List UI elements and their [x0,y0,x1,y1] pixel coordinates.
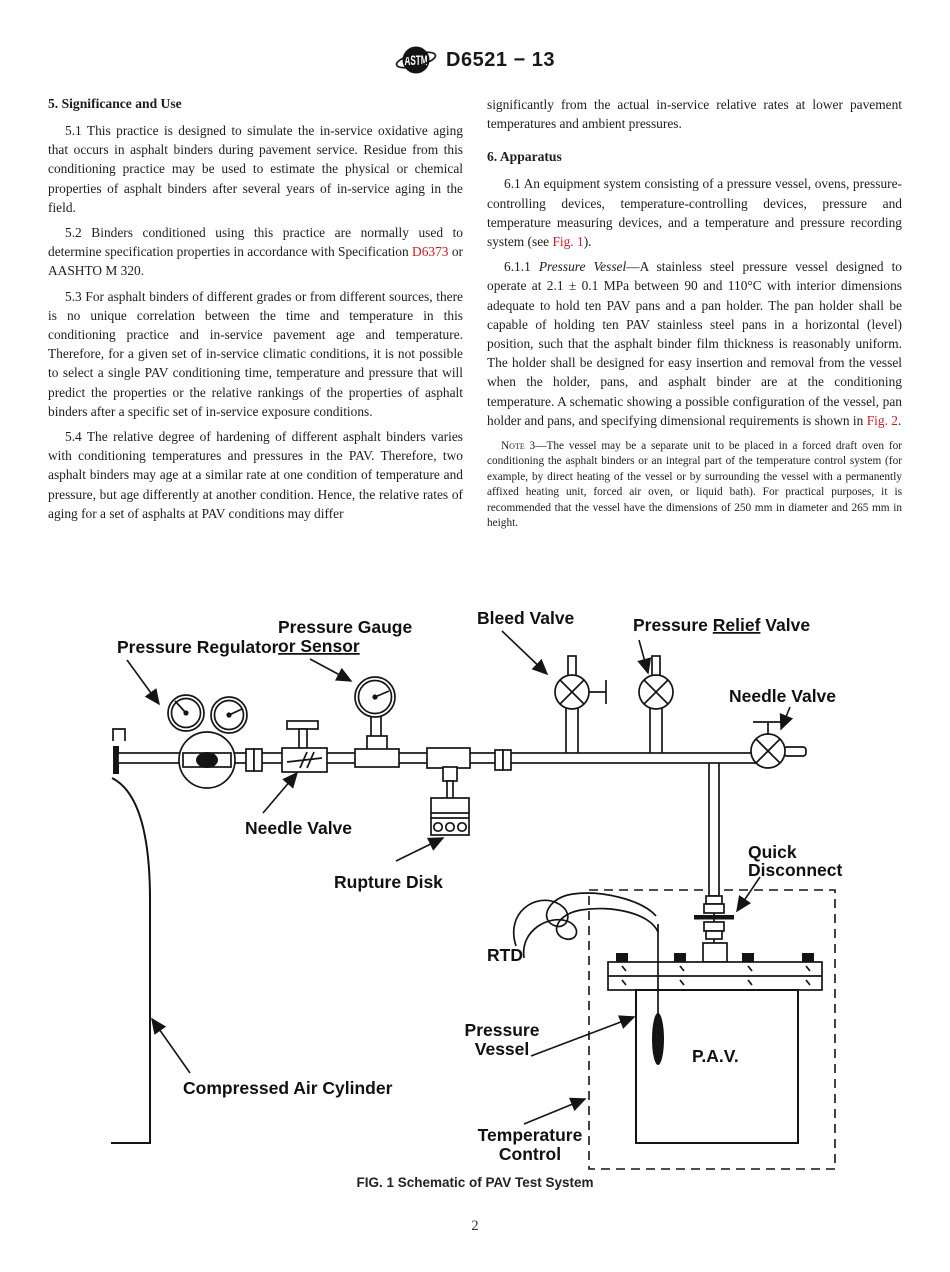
arrow-quick-disconnect [736,876,761,913]
quick-disconnect-shape [694,895,734,963]
label-temperature-control-line1: Temperature [478,1125,583,1145]
left-column: 5. Significance and Use 5.1 This practic… [48,95,463,529]
compressed-air-cylinder-shape [111,728,151,1144]
link-fig-2[interactable]: Fig. 2 [866,412,898,428]
arrow-rupture-disk [395,837,445,862]
vessel-flange [607,953,823,991]
right-column: significantly from the actual in-service… [487,95,902,537]
paragraph-5-2-tail: or AASHTO M 320. [48,244,463,279]
label-pressure-vessel-line1: Pressure [465,1020,540,1040]
paragraph-6-1-1-number: 6.1.1 [504,259,539,275]
label-quick-disconnect-line1: Quick [748,842,797,862]
paragraph-5-2-text: 5.2 Binders conditioned using this pract… [48,225,463,260]
pav-schematic: Pressure Regulator Pressure Gauge or Sen… [111,608,842,1170]
label-needle-valve-left: Needle Valve [245,818,352,838]
page-header: ASTM D6521 − 13 [0,42,950,78]
paragraph-5-2: 5.2 Binders conditioned using this pract… [48,223,463,281]
paragraph-6-1-1-text: —A stainless steel pressure vessel desig… [487,259,902,428]
paragraph-5-4: 5.4 The relative degree of hardening of … [48,429,463,521]
note-3-text: The vessel may be a separate unit to be … [487,440,902,530]
note-3: Note 3—The vessel may be a separate unit… [487,439,902,531]
label-pressure-gauge-line2: or Sensor [278,636,360,656]
label-pressure-vessel-line2: Vessel [475,1039,530,1059]
link-d6373[interactable]: D6373 [412,244,449,260]
arrow-pressure-relief-valve [637,639,652,675]
paragraph-6-1-1-tail: . [897,412,902,428]
pressure-gauge-shape [354,676,400,768]
arrow-needle-valve-left [262,771,299,814]
label-rtd: RTD [487,945,523,965]
arrow-compressed-air-cylinder [151,1017,191,1074]
paragraph-6-1-1: 6.1.1 Pressure Vessel—A stainless steel … [487,257,902,430]
label-pressure-gauge-line1: Pressure Gauge [278,617,412,637]
arrow-needle-valve-right [779,706,794,731]
bleed-valve-riser-pipe [565,706,579,755]
relief-valve-riser-pipe [649,706,663,755]
arrow-bleed-valve [501,630,549,676]
paragraph-6-1-text: 6.1 An equipment system consisting of a … [487,176,902,250]
paragraph-6-1-1-title: Pressure Vessel [538,259,627,275]
needle-valve-right-shape [750,721,786,769]
arrow-pressure-regulator [126,659,160,706]
paragraph-5-4-continued: significantly from the actual in-service… [487,97,902,132]
needle-valve-outlet [783,746,807,757]
pressure-relief-valve-shape [638,655,674,710]
label-temperature-control-line2: Control [499,1144,561,1164]
vessel-supply-pipe [708,761,720,897]
arrow-temperature-control [523,1097,587,1125]
pressure-regulator-shape [167,694,248,789]
needle-valve-left-shape [281,720,328,773]
label-compressed-air-cylinder: Compressed Air Cylinder [183,1078,393,1098]
label-bleed-valve: Bleed Valve [477,608,575,628]
note-3-label: Note 3— [501,440,547,453]
paragraph-6-1-tail: ). [583,234,592,250]
label-pressure-relief-valve: Pressure Relief Valve [633,615,810,635]
rtd-probe [513,892,664,1065]
label-rupture-disk: Rupture Disk [334,872,443,892]
label-needle-valve-right: Needle Valve [729,686,836,706]
section-6-heading: 6. Apparatus [487,149,562,165]
page-number: 2 [471,1218,479,1234]
link-fig-1[interactable]: Fig. 1 [552,234,584,250]
paragraph-6-1: 6.1 An equipment system consisting of a … [487,174,902,251]
pipe-coupling-right [494,749,512,771]
pressure-vessel-body [635,989,799,1144]
label-quick-disconnect-line2: Disconnect [748,860,842,880]
paragraph-5-1: 5.1 This practice is designed to simulat… [48,123,463,215]
arrow-pressure-vessel [530,1015,636,1057]
standard-id: D6521 − 13 [446,48,555,71]
figure-1-caption: FIG. 1 Schematic of PAV Test System [356,1175,594,1190]
figure-1-diagram: Pressure Regulator Pressure Gauge or Sen… [0,595,950,1205]
astm-logo: ASTM [395,46,437,74]
section-5-heading: 5. Significance and Use [48,96,182,111]
pipe-coupling-left [245,748,263,772]
label-pressure-regulator: Pressure Regulator [117,637,279,657]
bleed-valve-shape [554,655,607,710]
label-pav: P.A.V. [692,1046,739,1066]
arrow-pressure-gauge [309,658,353,682]
paragraph-5-3: 5.3 For asphalt binders of different gra… [48,288,463,419]
rupture-disk-shape [426,747,471,836]
